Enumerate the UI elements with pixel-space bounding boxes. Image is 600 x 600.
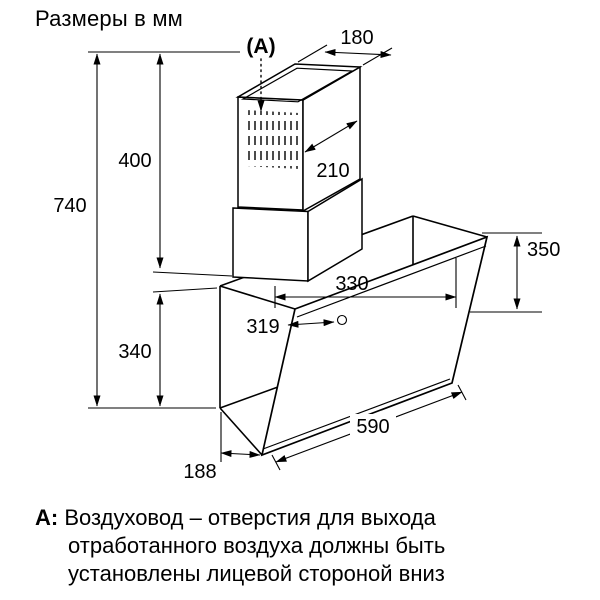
dim-total-height-740: 740 [53, 51, 240, 409]
dim-duct-depth-210: 210 [304, 120, 358, 182]
outlet-hole-marker [336, 314, 348, 326]
duct-opening-outer [235, 63, 363, 101]
dim-outlet-depth-319: 319 [246, 314, 348, 338]
chimney-lower-right [307, 177, 363, 283]
dim-label-350: 350 [527, 239, 560, 261]
callout-a: (A) [246, 35, 276, 112]
dim-chimney-height-400: 400 [118, 53, 233, 277]
dim-label-400: 400 [118, 150, 151, 172]
dim-glass-height-350: 350 [470, 232, 560, 313]
chimney-lower-front [232, 207, 309, 282]
dim-label-340: 340 [118, 341, 151, 363]
callout-a-label: (A) [246, 35, 275, 58]
dim-label-180: 180 [340, 27, 373, 49]
dim-label-210: 210 [316, 160, 349, 182]
dim-label-330: 330 [335, 273, 368, 295]
footnote-label: A: [35, 505, 59, 530]
glass-top-inner-edge [296, 245, 487, 318]
dim-body-height-340: 340 [118, 287, 218, 407]
dim-label-590: 590 [356, 416, 389, 438]
footnote-line-2: отработанного воздуха должны быть [68, 533, 446, 558]
page-title: Размеры в мм [35, 6, 183, 31]
footnote-line-1: A: Воздуховод – отверстия для выхода [35, 504, 575, 532]
duct-opening-inner [240, 67, 355, 103]
dim-glass-width-590: 590 [271, 384, 467, 471]
footnote: A: Воздуховод – отверстия для выхода отр… [35, 504, 575, 588]
dim-top-depth-330: 330 [274, 258, 457, 308]
footnote-text-1: Воздуховод – отверстия для выхода [64, 505, 436, 530]
dim-label-319: 319 [246, 316, 279, 338]
footnote-line-3: установлены лицевой стороной вниз [68, 561, 445, 586]
dim-label-188: 188 [183, 461, 216, 483]
vent-grille [246, 110, 299, 169]
dim-label-740: 740 [53, 195, 86, 217]
dim-bottom-depth-188: 188 [183, 412, 261, 483]
dim-duct-width-180: 180 [297, 27, 393, 66]
